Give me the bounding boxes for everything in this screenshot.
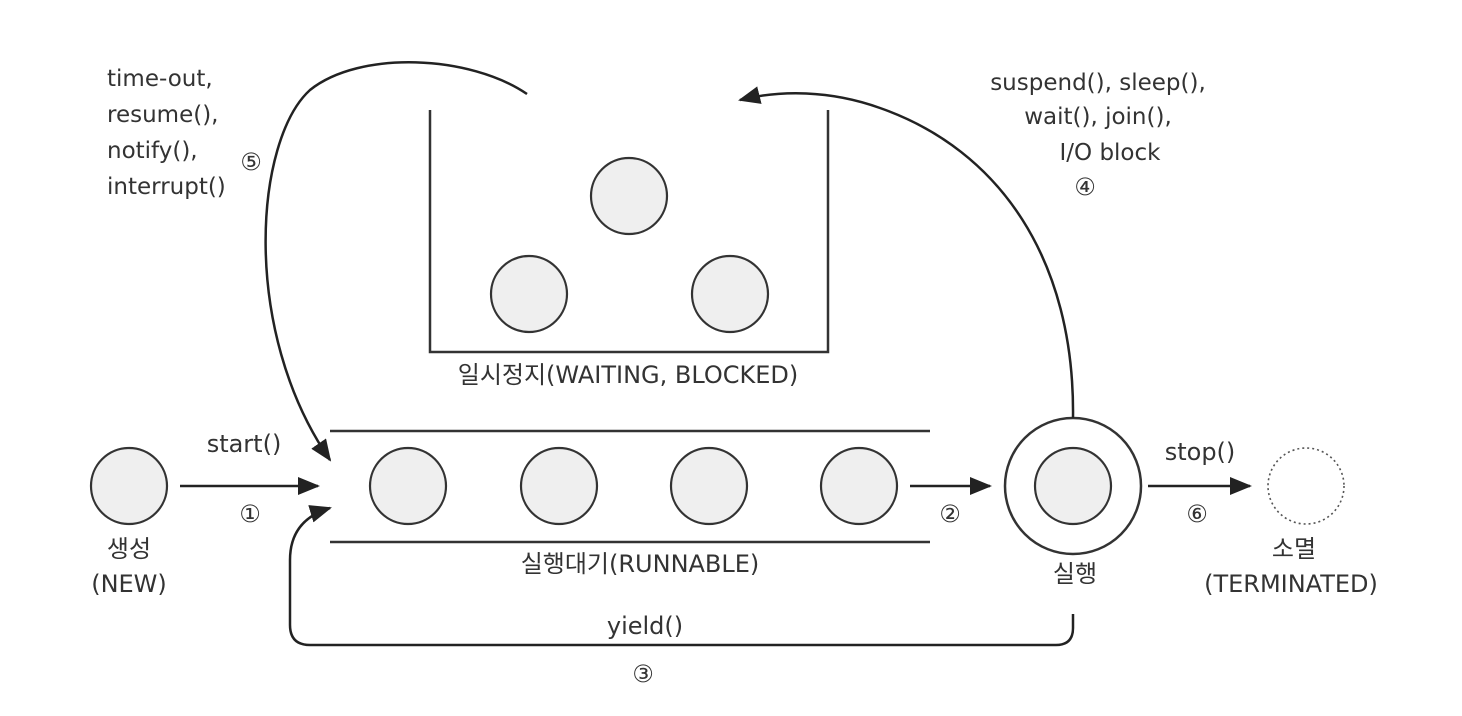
transition-6-number: ⑥ — [1186, 500, 1208, 528]
resume-reasons-line-4: interrupt() — [107, 174, 226, 200]
yield-label: yield() — [607, 612, 683, 640]
runnable-thread — [368, 446, 448, 526]
transition-yield: yield() ③ — [288, 505, 1075, 688]
new-thread-circle — [89, 446, 169, 526]
resume-reasons-line-3: notify(), — [107, 138, 198, 164]
new-state: 생성 (NEW) — [89, 446, 169, 598]
block-reasons-line-3: I/O block — [1060, 140, 1162, 166]
resume-reasons-line-2: resume(), — [107, 102, 218, 128]
transition-resume: time-out, resume(), notify(), interrupt(… — [107, 61, 528, 462]
transition-2-number: ② — [939, 500, 961, 528]
waiting-thread — [690, 254, 770, 334]
runnable-thread — [519, 446, 599, 526]
waiting-thread — [589, 156, 669, 236]
transition-dispatch: ② — [910, 477, 992, 528]
transition-4-number: ④ — [1074, 173, 1096, 201]
terminated-dotted-circle — [1267, 447, 1345, 525]
waiting-container-outline — [428, 110, 830, 354]
waiting-thread — [489, 254, 569, 334]
yield-arrow — [288, 505, 1075, 647]
terminated-state: 소멸 (TERMINATED) — [1204, 447, 1378, 598]
runnable-thread — [819, 446, 899, 526]
runnable-label: 실행대기(RUNNABLE) — [521, 550, 760, 578]
transition-stop: stop() ⑥ — [1148, 438, 1252, 528]
transition-5-number: ⑤ — [240, 148, 262, 176]
block-reasons-line-1: suspend(), sleep(), — [990, 70, 1206, 96]
transition-block: suspend(), sleep(), wait(), join(), I/O … — [738, 70, 1206, 419]
resume-arrow — [264, 61, 528, 462]
stop-label: stop() — [1165, 438, 1236, 466]
new-state-en: (NEW) — [91, 570, 167, 598]
running-thread-circle — [1033, 446, 1113, 526]
runnable-queue: 실행대기(RUNNABLE) — [330, 429, 930, 578]
block-arrow — [738, 86, 1075, 419]
start-label: start() — [207, 430, 282, 458]
transition-3-number: ③ — [632, 660, 654, 688]
waiting-container: 일시정지(WAITING, BLOCKED) — [428, 110, 830, 389]
new-state-name: 생성 — [107, 535, 151, 563]
terminated-state-en: (TERMINATED) — [1204, 570, 1378, 598]
running-state: 실행 — [1003, 416, 1143, 588]
resume-reasons-line-1: time-out, — [107, 66, 213, 92]
runnable-thread — [669, 446, 749, 526]
waiting-label: 일시정지(WAITING, BLOCKED) — [458, 361, 799, 389]
transition-start: start() ① — [180, 430, 320, 528]
block-reasons-line-2: wait(), join(), — [1024, 104, 1172, 130]
transition-1-number: ① — [239, 500, 261, 528]
terminated-state-name: 소멸 — [1272, 535, 1316, 563]
running-state-name: 실행 — [1053, 560, 1097, 588]
